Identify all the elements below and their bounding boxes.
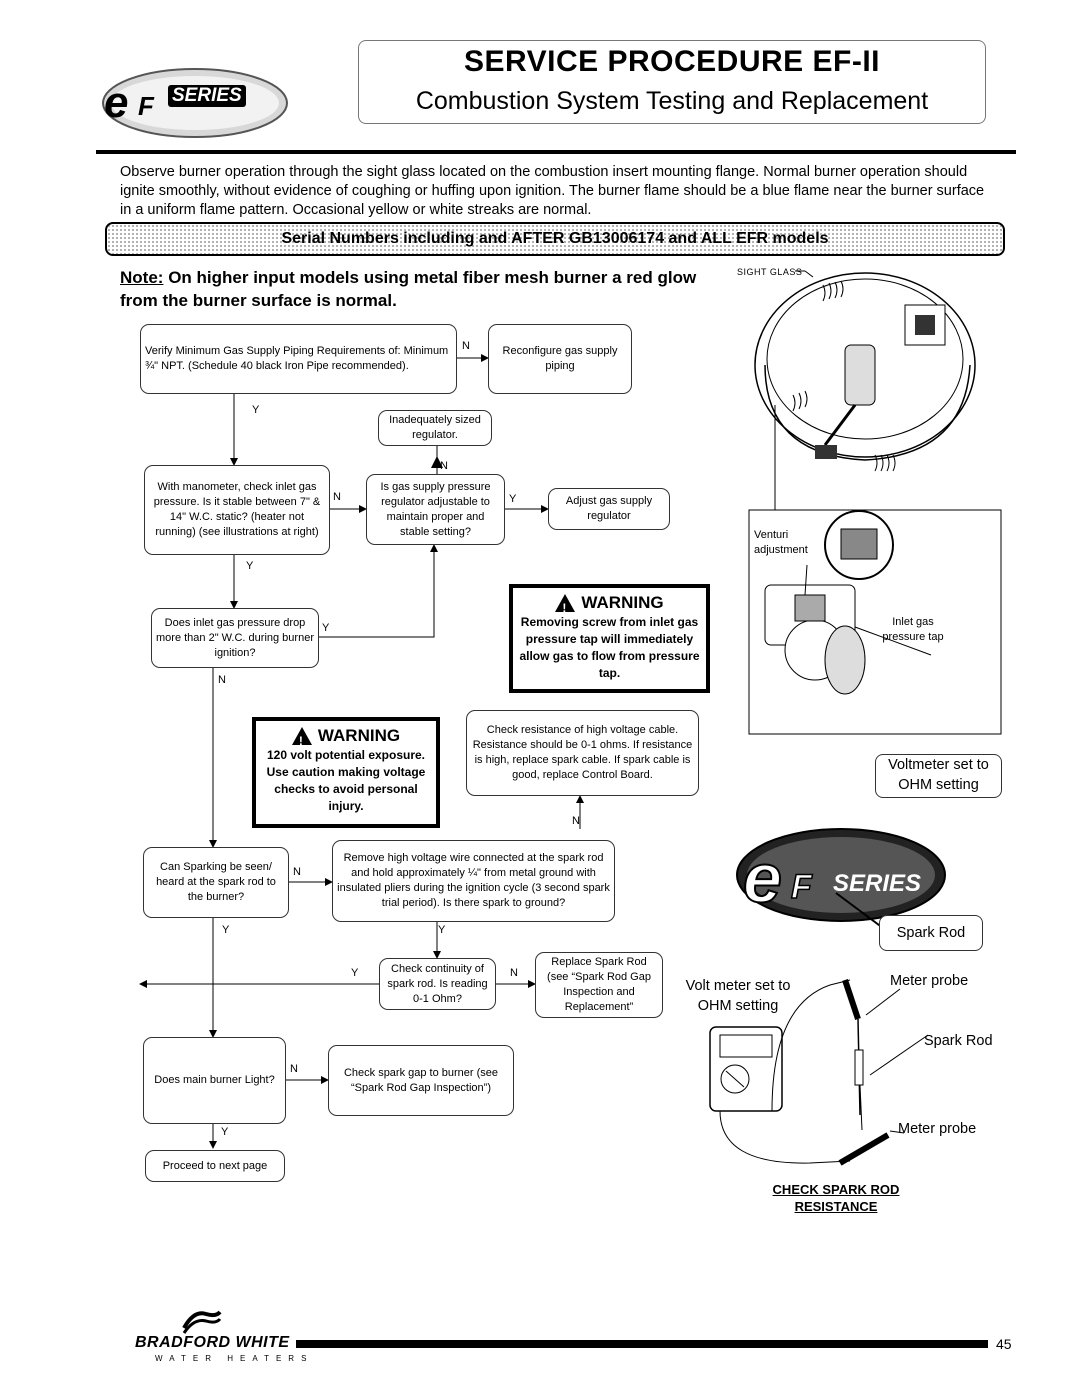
logo-series-text-large: SERIES <box>833 870 922 897</box>
volt-meter-label: Volt meter set to OHM setting <box>685 978 791 1014</box>
sparking-seen-box: Can Sparking be seen/ heard at the spark… <box>143 847 289 918</box>
check-gap-box: Check spark gap to burner (see “Spark Ro… <box>328 1045 514 1116</box>
label-yes: Y <box>438 924 446 936</box>
label-no: N <box>440 460 448 472</box>
inadequate-regulator-box: Inadequately sized regulator. <box>378 410 492 446</box>
check-cable-box: Check resistance of high voltage cable. … <box>466 710 699 796</box>
label-no: N <box>510 967 518 979</box>
reconfigure-box: Reconfigure gas supply piping <box>488 324 632 394</box>
serial-banner-text: Serial Numbers including and AFTER GB130… <box>281 230 829 247</box>
svg-text:F: F <box>791 868 813 906</box>
multimeter-illustration <box>709 979 929 1166</box>
footer-rule <box>296 1340 988 1348</box>
spark-rod-label-2: Spark Rod <box>924 1033 993 1049</box>
label-no: N <box>333 491 341 503</box>
burner-illustration <box>748 270 1002 735</box>
meter-probe-label-2: Meter probe <box>898 1121 977 1137</box>
label-no: N <box>218 674 226 686</box>
burner-light-box: Does main burner Light? <box>143 1037 286 1124</box>
next-page-box: Proceed to next page <box>145 1150 285 1182</box>
check-continuity-box: Check continuity of spark rod. Is readin… <box>379 958 496 1010</box>
venturi-label: Venturi adjustment <box>754 529 808 556</box>
warning-gas-tap: WARNING Removing screw from inlet gas pr… <box>509 584 710 693</box>
check-spark-rod-title: CHECK SPARK ROD RESISTANCE <box>772 1182 900 1214</box>
verify-piping-box: Verify Minimum Gas Supply Piping Require… <box>140 324 457 394</box>
bradford-white-logo-icon <box>180 1308 224 1334</box>
note: Note: On higher input models using metal… <box>120 266 730 312</box>
page-number: 45 <box>996 1336 1012 1352</box>
warning-icon <box>555 594 576 619</box>
label-no: N <box>462 340 470 352</box>
svg-text:F: F <box>138 91 155 121</box>
brand-name: BRADFORD WHITE <box>135 1334 290 1351</box>
meter-probe-label-1: Meter probe <box>890 973 969 989</box>
voltmeter-callout: Voltmeter set to OHM setting <box>875 754 1002 798</box>
title-box: SERVICE PROCEDURE EF-II Combustion Syste… <box>358 40 986 124</box>
ef-series-large-logo: e F SERIES <box>733 818 950 929</box>
label-no: N <box>293 866 301 878</box>
warning-heading: WARNING <box>581 593 664 612</box>
label-yes: Y <box>509 493 517 505</box>
label-yes: Y <box>351 967 359 979</box>
note-label: Note: <box>120 268 164 287</box>
label-yes: Y <box>222 924 230 936</box>
remove-wire-box: Remove high voltage wire connected at th… <box>332 840 615 922</box>
logo-series-text: SERIES <box>168 85 246 107</box>
brand-subtitle: WATER HEATERS <box>155 1354 314 1363</box>
sight-glass-label: SIGHT GLASS <box>737 267 803 277</box>
svg-text:e: e <box>104 78 128 127</box>
pressure-drop-box: Does inlet gas pressure drop more than 2… <box>151 608 319 668</box>
warning-icon <box>291 727 312 752</box>
ef-series-logo: e F SERIES <box>100 55 300 145</box>
warning-heading: WARNING <box>317 726 401 745</box>
label-no: N <box>572 815 580 827</box>
warning-voltage: WARNING 120 volt potential exposure. Use… <box>252 717 440 828</box>
label-yes: Y <box>322 622 330 634</box>
check-inlet-box: With manometer, check inlet gas pressure… <box>144 465 330 555</box>
regulator-adjustable-box: Is gas supply pressure regulator adjusta… <box>366 474 505 545</box>
label-yes: Y <box>246 560 254 572</box>
label-no: N <box>290 1063 298 1075</box>
svg-text:e: e <box>743 839 782 917</box>
adjust-regulator-box: Adjust gas supply regulator <box>548 488 670 530</box>
warning-text: Removing screw from inlet gas pressure t… <box>519 615 700 680</box>
page-subtitle: Combustion System Testing and Replacemen… <box>415 87 929 115</box>
replace-rod-box: Replace Spark Rod (see “Spark Rod Gap In… <box>535 952 663 1018</box>
label-yes: Y <box>252 404 260 416</box>
intro-paragraph: Observe burner operation through the sig… <box>120 164 985 218</box>
label-yes: Y <box>221 1126 229 1138</box>
header-rule <box>96 150 1016 154</box>
warning-text: 120 volt potential exposure. Use caution… <box>266 748 426 813</box>
note-text: On higher input models using metal fiber… <box>120 268 697 310</box>
inlet-tap-label: Inlet gas pressure tap <box>882 616 944 643</box>
serial-banner: Serial Numbers including and AFTER GB130… <box>105 222 1005 256</box>
page-title: SERVICE PROCEDURE EF-II <box>463 45 881 78</box>
spark-rod-callout: Spark Rod <box>879 915 983 951</box>
